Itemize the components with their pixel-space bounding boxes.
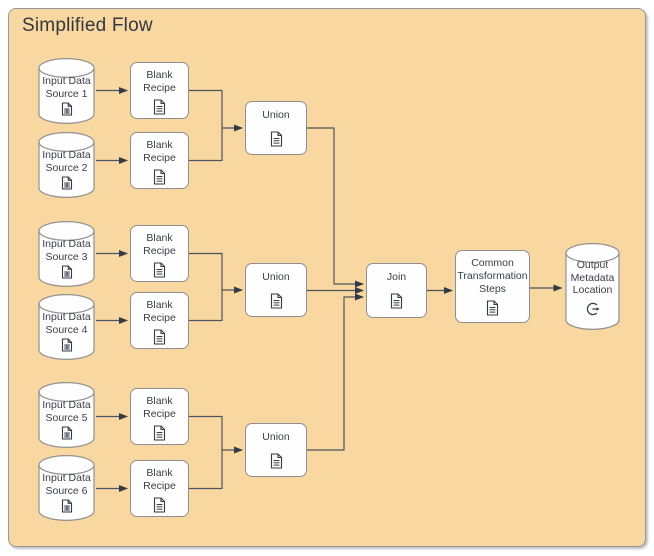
node-label: Recipe [143,480,176,492]
data-file-icon [61,499,72,513]
node-label: Source 1 [45,87,88,100]
node-label: Steps [479,283,506,295]
node-label: Common [471,257,514,269]
node-label: Source 3 [45,250,88,263]
node-label: Union [262,271,290,283]
document-icon [153,169,166,185]
node-label: Source 5 [45,411,88,424]
export-icon [586,302,600,316]
node-union-3[interactable]: Union [245,423,307,477]
node-blank-recipe-1[interactable]: Blank Recipe [130,62,189,119]
cylinder-shape [38,132,95,198]
node-label: Recipe [143,408,176,420]
diagram-title: Simplified Flow [22,15,153,36]
node-common-transformation-steps[interactable]: Common Transformation Steps [455,250,530,323]
node-join[interactable]: Join [366,263,427,318]
node-label: Source 4 [45,323,88,336]
node-label: Union [262,109,290,121]
document-icon [153,329,166,345]
node-label: Input Data [42,238,91,250]
node-label: Input Data [42,149,91,161]
node-blank-recipe-2[interactable]: Blank Recipe [130,132,189,189]
node-label: Blank [146,467,173,479]
data-file-icon [61,426,72,440]
document-icon [270,453,282,469]
node-label: Blank [146,139,173,151]
cylinder-shape [38,58,95,124]
cylinder-shape [38,382,95,448]
node-label: Input Data [42,399,91,411]
data-file-icon [61,102,72,116]
node-label: Input Data [42,472,91,484]
node-label: Recipe [143,152,176,164]
node-output-metadata-location[interactable]: Output Metadata Location [565,243,620,330]
node-label: Union [262,431,290,443]
node-label: Blank [146,232,173,244]
cylinder-shape [38,455,95,521]
node-label: Metadata [570,271,615,284]
data-file-icon [61,176,72,190]
node-blank-recipe-3[interactable]: Blank Recipe [130,225,189,282]
node-label: Source 6 [45,484,88,497]
node-label: Blank [146,395,173,407]
node-label: Recipe [143,245,176,257]
node-label: Join [386,271,407,283]
cylinder-shape [565,243,620,330]
node-label: Source 2 [45,161,88,174]
document-icon [153,262,166,278]
node-union-2[interactable]: Union [245,263,307,317]
cylinder-shape [38,221,95,287]
node-label: Location [572,284,613,296]
node-label: Blank [146,299,173,311]
cylinder-shape [38,294,95,360]
document-icon [390,293,403,309]
document-icon [153,425,166,441]
node-label: Recipe [143,82,176,94]
document-icon [153,99,166,115]
diagram-canvas [8,8,646,547]
node-label: Transformation [457,270,528,282]
data-file-icon [61,338,72,352]
node-label: Input Data [42,311,91,323]
document-icon [270,131,282,147]
document-icon [153,497,166,513]
node-label: Output [576,259,609,271]
node-label: Recipe [143,312,176,324]
node-label: Blank [146,69,173,81]
node-blank-recipe-5[interactable]: Blank Recipe [130,388,189,445]
document-icon [270,293,282,309]
data-file-icon [61,265,72,279]
node-blank-recipe-4[interactable]: Blank Recipe [130,292,189,349]
node-blank-recipe-6[interactable]: Blank Recipe [130,460,189,517]
node-union-1[interactable]: Union [245,101,307,155]
node-label: Input Data [42,75,91,87]
document-icon [486,300,499,316]
